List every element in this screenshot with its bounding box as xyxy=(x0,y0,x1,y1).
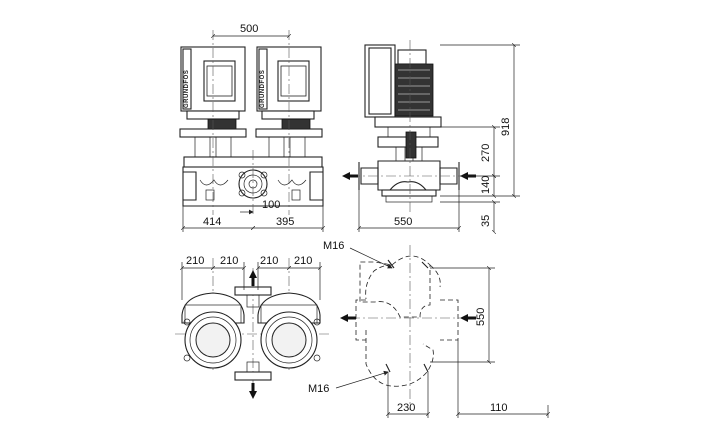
thread-label: M16 xyxy=(308,383,329,395)
plan-view: 210 210 210 210 xyxy=(175,255,330,399)
dim-label: 230 xyxy=(397,402,415,414)
dim-label: 918 xyxy=(500,118,512,136)
arrow-icon xyxy=(249,383,257,399)
arrow-icon xyxy=(340,314,356,322)
dim-label: 100 xyxy=(262,199,280,211)
dim-label: 414 xyxy=(203,216,221,228)
thread-label: M16 xyxy=(323,240,344,252)
right-motor-brand: GRUNDFOS xyxy=(260,70,266,108)
dim-plan-top: 210 210 210 210 xyxy=(182,255,320,300)
dim-label: 550 xyxy=(394,216,412,228)
front-elevation-view: GRUNDFOS GRUNDFOS xyxy=(179,23,324,232)
thread-label-upper: M16 xyxy=(323,240,393,269)
motor-fins xyxy=(398,69,430,111)
dim-label: 110 xyxy=(490,402,508,414)
arrow-icon xyxy=(249,270,257,286)
side-elevation-view: 550 918 270 140 35 xyxy=(342,40,520,232)
dim-side-vertical: 918 270 140 35 xyxy=(440,45,520,232)
dim-label: 395 xyxy=(276,216,294,228)
front-pump-housing xyxy=(182,156,324,207)
dim-label: 270 xyxy=(480,144,492,162)
dim-front-bottom: 414 100 395 xyxy=(183,199,323,232)
dim-label: 35 xyxy=(480,215,492,227)
dim-label: 210 xyxy=(220,255,238,267)
dim-label: 210 xyxy=(260,255,278,267)
dim-label: 210 xyxy=(294,255,312,267)
dim-front-top: 500 xyxy=(213,23,289,36)
grundfos-logo-icon: GRUNDFOS xyxy=(184,70,190,108)
arrow-icon xyxy=(460,314,476,322)
left-motor-brand: GRUNDFOS xyxy=(184,70,190,108)
arrow-icon xyxy=(342,172,358,180)
dim-label: 500 xyxy=(240,23,258,35)
dim-label: 210 xyxy=(186,255,204,267)
dim-label: 550 xyxy=(475,308,487,326)
grundfos-logo-icon: GRUNDFOS xyxy=(260,70,266,108)
base-view: M16 M16 550 230 110 xyxy=(308,240,548,418)
thread-label-lower: M16 xyxy=(308,370,389,395)
dim-label: 140 xyxy=(480,176,492,194)
